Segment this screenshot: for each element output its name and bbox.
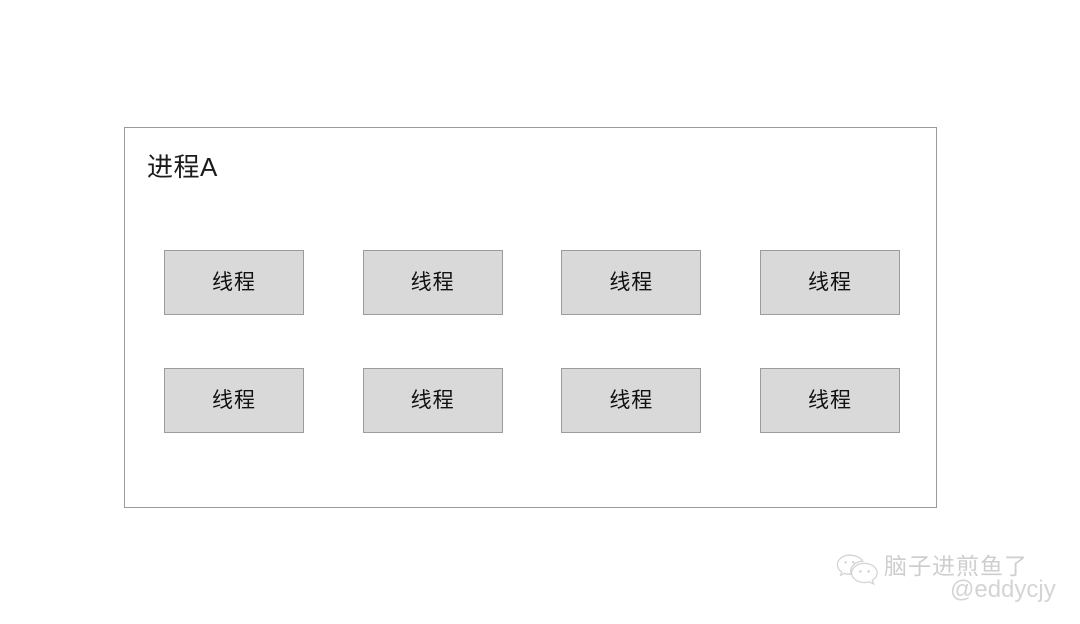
watermark-handle: @eddycjy — [950, 576, 1056, 603]
thread-box: 线程 — [759, 250, 900, 315]
process-container: 进程A 线程 线程 线程 线程 线程 线程 线程 线程 — [124, 127, 937, 508]
thread-label: 线程 — [807, 388, 852, 412]
thread-box: 线程 — [164, 368, 304, 433]
thread-box: 线程 — [759, 368, 900, 433]
thread-row-1: 线程 线程 线程 线程 — [164, 250, 900, 315]
thread-label: 线程 — [410, 270, 455, 294]
thread-box: 线程 — [362, 250, 503, 315]
thread-label: 线程 — [609, 270, 654, 294]
thread-label: 线程 — [212, 388, 256, 412]
thread-label: 线程 — [807, 270, 852, 294]
watermark: 脑子进煎鱼了 @eddycjy — [836, 549, 1068, 611]
thread-label: 线程 — [212, 270, 256, 294]
thread-row-2: 线程 线程 线程 线程 — [164, 368, 900, 433]
thread-box: 线程 — [561, 250, 702, 315]
thread-box: 线程 — [362, 368, 503, 433]
thread-box: 线程 — [561, 368, 702, 433]
watermark-name: 脑子进煎鱼了 — [884, 553, 1028, 579]
thread-label: 线程 — [410, 388, 455, 412]
process-title: 进程A — [147, 152, 218, 182]
wechat-icon — [836, 553, 882, 587]
thread-label: 线程 — [609, 388, 654, 412]
thread-box: 线程 — [164, 250, 304, 315]
